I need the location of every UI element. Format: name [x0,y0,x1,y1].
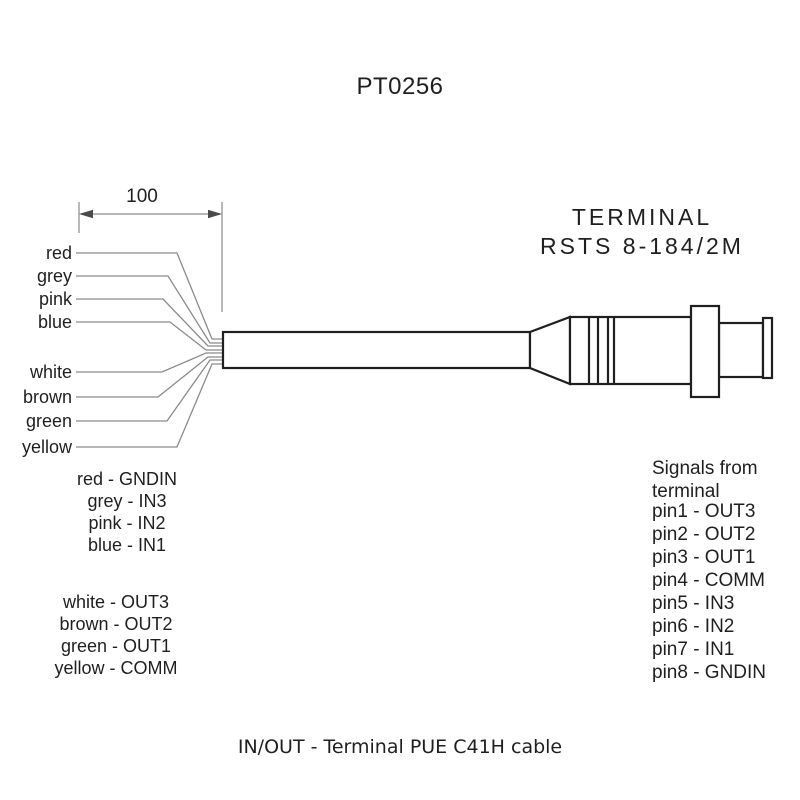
wire-label-white: white [29,362,72,382]
input-signal-list: red - GNDIN grey - IN3 pink - IN2 blue -… [27,468,227,556]
connector-drawing [221,304,774,399]
wire-line-pink [76,298,223,347]
pin-row: pin3 - OUT1 [652,547,756,568]
wire-line-white [76,352,223,373]
wire-label-pink: pink [38,289,72,309]
wire-label-red: red [45,243,72,263]
wire-line-yellow [76,363,223,448]
pin-row: pin1 - OUT3 [652,501,756,522]
diagram-caption: IN/OUT - Terminal PUE C41H cable [237,736,563,758]
signal-row: yellow - COMM [54,658,178,678]
connector-body [568,315,693,386]
wire-label-yellow: yellow [21,437,72,457]
terminal-label-line1: TERMINAL [571,204,713,230]
connector-tip [761,316,774,380]
pin-row: pin6 - IN2 [652,616,735,637]
signal-row: red - GNDIN [76,469,177,489]
wire-line-red [76,252,223,340]
terminal-label-line2: RSTS 8-184/2M [540,233,744,259]
connector-flange [689,304,721,399]
page-title: PT0256 [356,73,444,100]
signal-row: grey - IN3 [87,491,167,511]
wire-label-green: green [25,411,72,431]
terminal-signals-heading-line1: Signals from [652,458,758,479]
terminal-pin-list: pin1 - OUT3 pin2 - OUT2 pin3 - OUT1 pin4… [652,500,797,684]
wire-label-blue: blue [37,312,72,332]
terminal-label: TERMINAL RSTS 8-184/2M [522,203,762,261]
signal-row: brown - OUT2 [59,614,173,634]
wire-line-brown [76,356,223,398]
signal-row: green - OUT1 [60,636,172,656]
dimension-arrowhead-left [79,209,93,219]
connector-barrel [717,321,765,379]
connector-cone [528,315,572,386]
wire-label-brown: brown [22,387,72,407]
pin-row: pin4 - COMM [652,570,765,591]
signal-row: blue - IN1 [87,535,167,555]
cable-body [221,330,532,370]
dimension-value: 100 [126,186,158,207]
output-signal-list: white - OUT3 brown - OUT2 green - OUT1 y… [16,591,216,679]
pin-row: pin2 - OUT2 [652,524,756,545]
wire-lines [76,252,223,448]
signal-row: pink - IN2 [88,513,166,533]
signal-row: white - OUT3 [62,592,170,612]
wire-label-grey: grey [36,266,72,286]
dimension-lines [78,202,223,312]
wire-line-green [76,359,223,422]
wire-line-grey [76,275,223,344]
terminal-signals-heading: Signals from terminal [652,457,797,503]
pin-row: pin7 - IN1 [652,639,735,660]
terminal-signals-heading-line2: terminal [652,481,720,502]
pin-row: pin8 - GNDIN [652,662,767,683]
pin-row: pin5 - IN3 [652,593,735,614]
wire-line-blue [76,321,223,351]
dimension-arrowhead-right [208,209,222,219]
